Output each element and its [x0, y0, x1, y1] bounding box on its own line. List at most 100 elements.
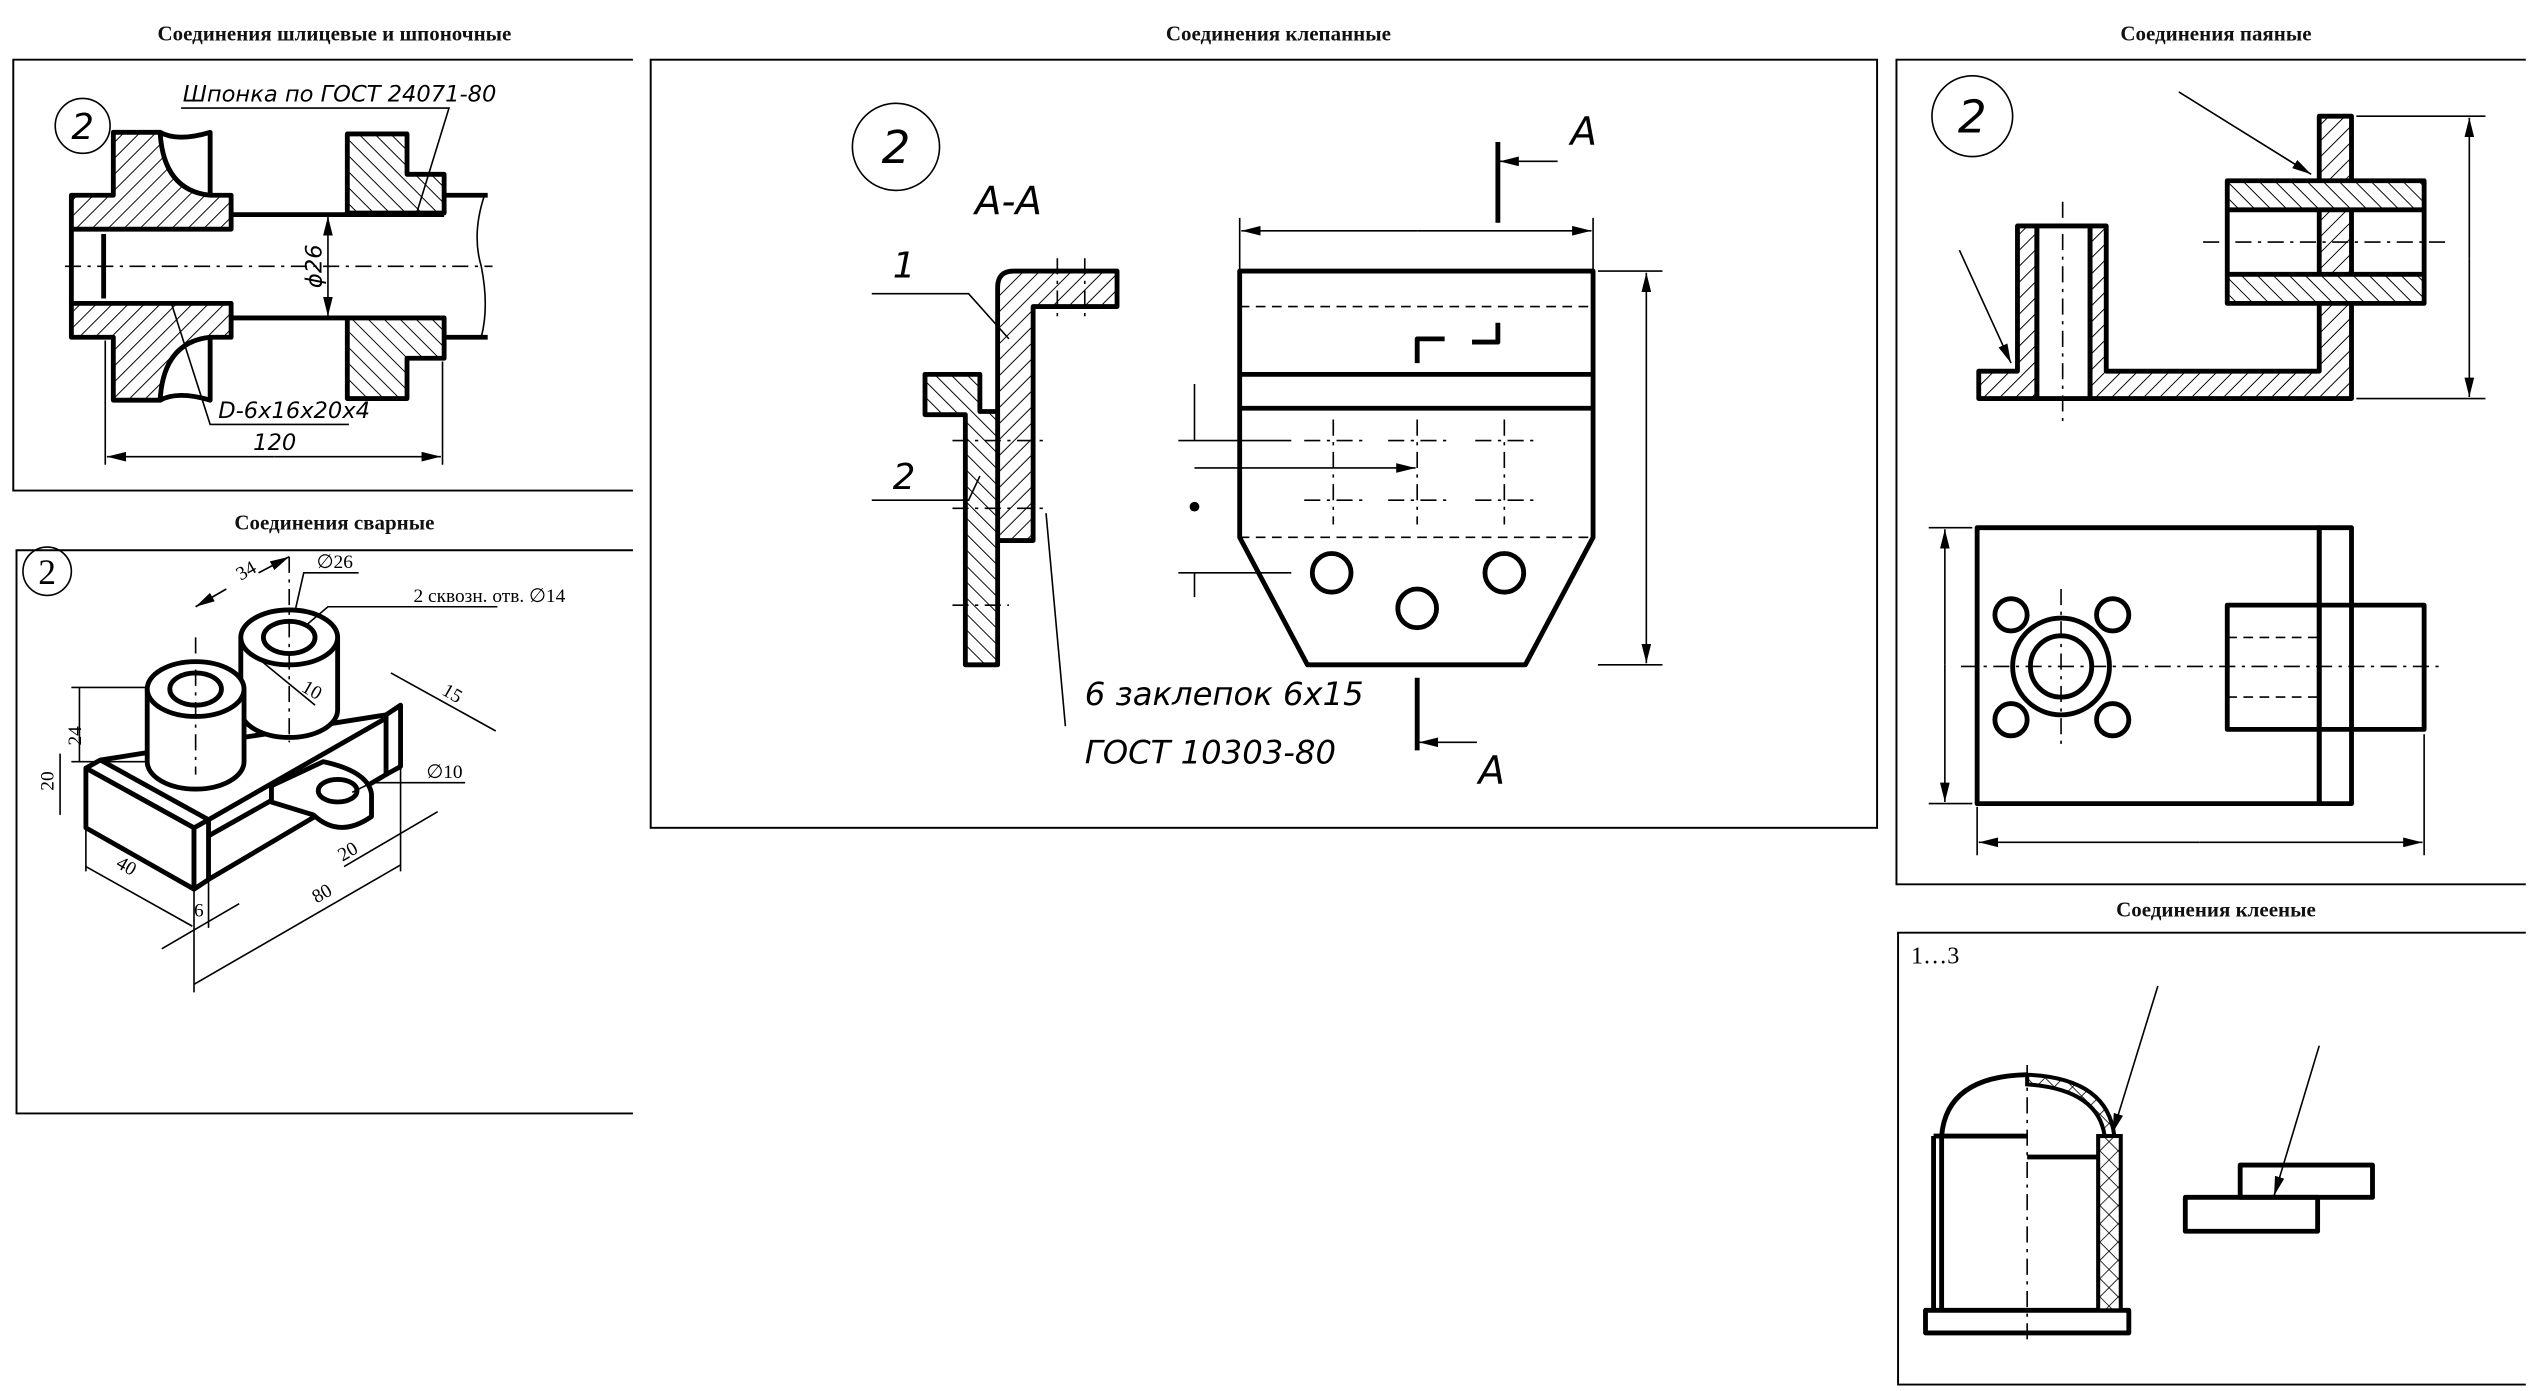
dim-phi26: ∅26 — [317, 552, 354, 573]
panel-title: Соединения клепанные — [1166, 21, 1391, 45]
extension-lines — [2356, 115, 2486, 400]
variant-number: 2 — [882, 121, 911, 174]
variant-number: 1…3 — [1911, 942, 1959, 969]
base-side — [191, 817, 211, 892]
panel-frame — [1895, 58, 2526, 886]
hole — [2094, 596, 2132, 634]
axis-lines — [194, 556, 291, 775]
panel-title: Соединения шлицевые и шпоночные — [157, 21, 511, 45]
dome-left — [1939, 1072, 2028, 1137]
dim-24: 24 — [65, 726, 86, 746]
axis-lines — [1960, 588, 2446, 746]
dim-20: 20 — [38, 771, 59, 790]
rivet-axes — [952, 258, 1086, 606]
spline-label: D-6x16x20x4 — [218, 398, 370, 424]
key-leader — [181, 107, 451, 214]
tube-section — [2224, 178, 2427, 306]
cut-label-top: А — [1567, 110, 1597, 155]
leader — [306, 605, 498, 626]
part-1-label: 1 — [893, 246, 916, 287]
cut-trace — [1414, 322, 1501, 364]
dim-line — [343, 810, 439, 868]
dim-line — [241, 644, 316, 706]
hub-outline — [68, 129, 213, 403]
variant-badge: 2 — [54, 97, 111, 155]
dim-line — [195, 588, 227, 608]
variant-badge: 2 — [1931, 75, 2014, 158]
panel-title: Соединения клееные — [2116, 898, 2316, 922]
hidden-lines — [2227, 636, 2320, 698]
panel-title: Соединения сварные — [234, 510, 434, 534]
variant-circle — [851, 102, 941, 192]
dim-15: 15 — [438, 680, 465, 708]
length-label: 120 — [253, 430, 296, 456]
variant-number: 2 — [1958, 90, 1987, 143]
lower-plate — [2182, 1194, 2321, 1234]
hole — [1992, 596, 2030, 634]
bush-bore — [2034, 223, 2093, 402]
extension-lines — [104, 340, 444, 465]
break-line — [476, 195, 487, 338]
part-1-section — [995, 268, 1120, 544]
dim-line — [390, 672, 497, 732]
leader — [871, 292, 1010, 340]
bush-outer — [2010, 615, 2112, 718]
panel-spline-key: Соединения шлицевые и шпоночные 2 ϕ26 Шп… — [12, 21, 633, 492]
dim-6: 6 — [194, 901, 204, 922]
extension-lines — [85, 827, 210, 993]
rivet-hole — [1309, 551, 1354, 595]
variant-circle — [54, 97, 111, 155]
leader — [871, 475, 981, 502]
extension-lines — [71, 686, 148, 763]
leader — [294, 572, 359, 609]
variant-number: 2 — [71, 107, 94, 148]
dim-line — [85, 865, 193, 927]
dim-dot — [1189, 501, 1200, 512]
upper-plate — [2237, 1162, 2375, 1200]
key-label: Шпонка по ГОСТ 24071-80 — [183, 82, 497, 108]
glue-arrow — [2273, 1045, 2321, 1196]
standard-note: ГОСТ 10303-80 — [1085, 733, 1336, 771]
cut-marks — [1414, 142, 1501, 751]
part-2-section — [922, 371, 1001, 668]
hub-section-bottom — [68, 300, 234, 403]
section-label: А-А — [972, 180, 1042, 225]
diameter-label: ϕ26 — [301, 244, 327, 288]
cap-outline — [1923, 1133, 2132, 1336]
panel-frame — [649, 58, 1879, 829]
holes-note: 2 сквозн. отв. ∅14 — [413, 586, 565, 607]
hub-section-top — [68, 129, 234, 232]
axis-lines — [2061, 201, 2446, 423]
dim-20-lug: 20 — [334, 838, 361, 866]
panel-riveted: Соединения клепанные 2 А-А 1 2 6 заклепо… — [649, 21, 1879, 829]
dim-line — [193, 864, 401, 986]
dim-line — [258, 556, 290, 574]
variant-badge: 2 — [22, 546, 73, 597]
wheel-section-bottom — [344, 315, 447, 402]
leader — [351, 781, 466, 794]
cut-label-bottom: А — [1476, 749, 1505, 794]
spline-leader — [170, 303, 349, 426]
panel-frame — [15, 549, 633, 1115]
extension-lines — [1928, 526, 2425, 856]
wheel-section-top — [344, 131, 447, 216]
hole — [1992, 701, 2030, 739]
panel-soldered: Соединения паяные 2 — [1895, 21, 2526, 886]
shaft-outline — [231, 192, 488, 340]
part-2-label: 2 — [893, 457, 916, 498]
variant-badge: 2 — [851, 102, 941, 192]
dim-line — [161, 902, 240, 950]
solder-arrow — [2178, 91, 2312, 175]
dim-34: 34 — [233, 557, 261, 585]
rivet-hole — [1482, 551, 1527, 595]
variant-circle — [22, 546, 73, 597]
panel-frame — [12, 58, 633, 492]
panel-frame — [1897, 931, 2526, 1386]
rivet-hole — [1395, 586, 1439, 631]
variant-circle — [1931, 75, 2014, 158]
dim-phi10: ∅10 — [426, 762, 462, 783]
variant-number: 2 — [38, 552, 56, 592]
rivet-centers — [1304, 419, 1535, 525]
glue-arrow — [2111, 985, 2159, 1134]
